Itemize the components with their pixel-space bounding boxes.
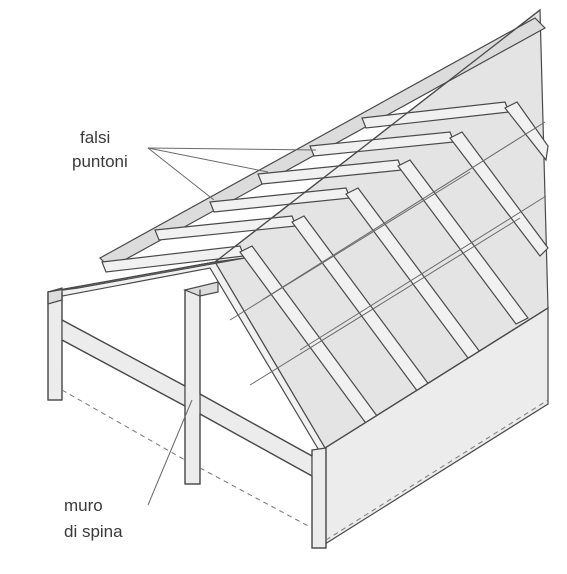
front-wall-right-pillar	[311, 447, 327, 549]
rafter	[449, 131, 549, 257]
hidden-lines	[61, 389, 549, 541]
label-falsi-puntoni-line1: falsi	[80, 128, 111, 147]
rafter	[397, 159, 529, 325]
outline-strokes	[47, 9, 549, 549]
rafter	[504, 101, 549, 162]
front-wall-left-pillar	[47, 291, 63, 401]
label-falsi-puntoni-line2: puntoni	[72, 152, 128, 171]
leader-lines	[147, 147, 317, 506]
purlins	[229, 121, 547, 386]
horizontal-beam-front	[61, 318, 186, 408]
spine-wall	[184, 289, 201, 485]
label-muro-di-spina-line1: muro	[64, 496, 103, 515]
rafters	[239, 101, 549, 427]
spine-wall-top	[183, 281, 219, 297]
label-muro-di-spina-line2: di spina	[64, 522, 123, 541]
